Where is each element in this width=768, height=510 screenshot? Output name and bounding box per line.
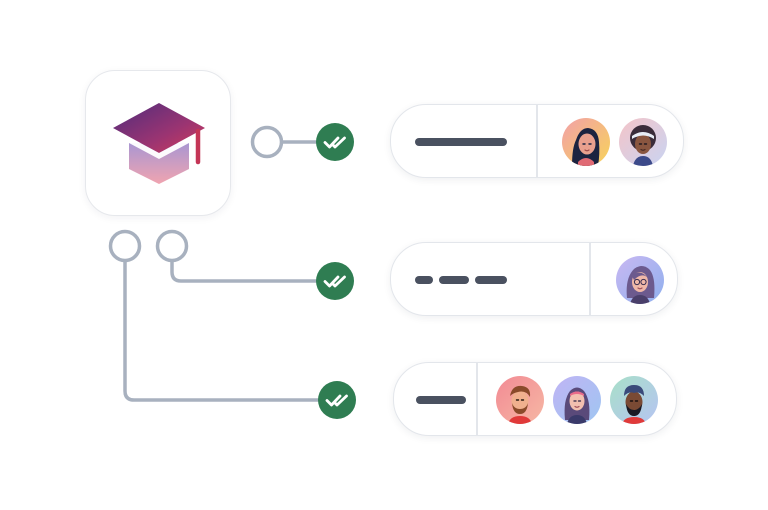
status-badge-group-1	[316, 123, 354, 161]
connector-line-group-3	[123, 260, 322, 402]
connector-line-group-2	[170, 260, 320, 283]
graduation-cap-icon	[113, 103, 205, 184]
connector-node-3	[108, 229, 142, 263]
double-check-icon	[323, 136, 346, 149]
connector-node-1	[250, 125, 284, 159]
group-name-placeholder	[416, 396, 466, 404]
group-card-1[interactable]	[390, 104, 684, 178]
card-divider	[536, 105, 538, 177]
status-badge-group-3	[318, 381, 356, 419]
double-check-icon	[323, 275, 346, 288]
group-card-3[interactable]	[393, 362, 677, 436]
group-card-2[interactable]	[390, 242, 678, 316]
group-name-placeholder	[415, 276, 433, 284]
double-check-icon	[325, 394, 348, 407]
group-name-placeholder	[475, 276, 507, 284]
card-divider	[589, 243, 591, 315]
avatar-woman-headband	[619, 118, 667, 166]
connector-node-2	[155, 229, 189, 263]
avatar-woman-glasses	[616, 256, 664, 304]
avatar-man-beard	[496, 376, 544, 424]
avatar-woman-long-hair	[553, 376, 601, 424]
avatar-man-turban	[610, 376, 658, 424]
status-badge-group-2	[316, 262, 354, 300]
card-divider	[476, 363, 478, 435]
avatar-woman-headscarf	[562, 118, 610, 166]
app-icon-tile	[85, 70, 231, 216]
group-name-placeholder	[439, 276, 469, 284]
group-name-placeholder	[415, 138, 507, 146]
